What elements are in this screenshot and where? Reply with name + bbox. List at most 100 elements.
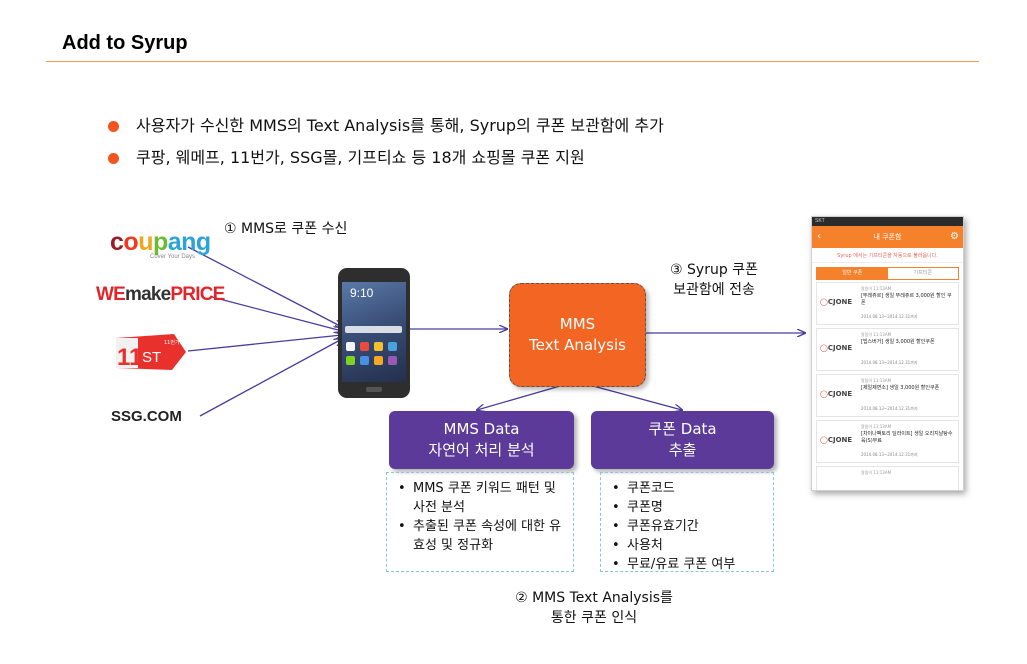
coupon-item-name: [차이나팩토리 딜라이트] 생일 오리지날탕수육(S)무료 [861, 431, 953, 444]
mms-text-analysis-box: MMS Text Analysis [509, 283, 646, 387]
phone-screen: 9:10 [342, 282, 406, 382]
coupon-item-name: [뚜레쥬르] 생일 뚜레쥬르 3,000원 할인 쿠폰 [861, 293, 952, 306]
list-item: 추출된 쿠폰 속성에 대한 유효성 및 정규화 [395, 517, 565, 555]
coupon-list-item: ◯CJONE 알림이 11:13AM [차이나팩토리 딜라이트] 생일 오리지날… [816, 420, 959, 463]
app-icon [346, 356, 355, 365]
page-title: Add to Syrup [62, 32, 188, 54]
cjone-logo-mark: ◯ [820, 298, 828, 306]
bullet-item: 사용자가 수신한 MMS의 Text Analysis를 통해, Syrup의 … [108, 110, 664, 142]
elevenst-logo-graphic: 11 ST 11번가 [116, 334, 186, 371]
coupang-logo-text: c [110, 228, 124, 256]
cjone-logo-mark: ◯ [820, 344, 828, 352]
step1-label: ① MMS로 쿠폰 수신 [224, 221, 348, 237]
list-item: 쿠폰코드 [609, 479, 765, 498]
shot-tabs: 일반 쿠폰 기프티콘 [816, 267, 959, 280]
phone-search-bar [345, 326, 402, 333]
step3-line2: 보관함에 전송 [673, 282, 755, 298]
bullet-text: 쿠팡, 웨메프, 11번가, SSG몰, 기프티쇼 등 18개 쇼핑몰 쿠폰 지… [136, 148, 585, 167]
coupang-logo-text: ang [167, 228, 211, 256]
list-item: 쿠폰명 [609, 498, 765, 517]
app-icon [388, 356, 397, 365]
arrow-coupang-to-phone [187, 246, 342, 327]
title-divider [46, 61, 979, 62]
elevenst-logo-st: ST [142, 349, 161, 366]
cjone-logo: ◯CJONE [820, 298, 852, 306]
mms-data-nlp-box: MMS Data 자연어 처리 분석 [389, 411, 574, 469]
elevenst-logo-korean: 11번가 [164, 339, 180, 346]
phone-home-button [366, 387, 382, 392]
coupon-list-item: ◯CJONE 알림이 11:13AM [빕스버거] 생일 3,000원 할인쿠폰… [816, 328, 959, 371]
arrow-11st-to-phone [187, 335, 342, 352]
coupon-data-extract-box: 쿠폰 Data 추출 [591, 411, 774, 469]
coupon-item-label: 알림이 11:13AM [861, 470, 892, 475]
cjone-logo-mark: ◯ [820, 436, 828, 444]
list-item: MMS 쿠폰 키워드 패턴 및 사전 분석 [395, 479, 565, 517]
step2-line2: 통한 쿠폰 인식 [550, 610, 638, 626]
coupon-list-item: ◯CJONE 알림이 11:13AM [뚜레쥬르] 생일 뚜레쥬르 3,000원… [816, 282, 959, 325]
nlp-detail-list: MMS 쿠폰 키워드 패턴 및 사전 분석 추출된 쿠폰 속성에 대한 유효성 … [386, 472, 574, 572]
bullet-list: 사용자가 수신한 MMS의 Text Analysis를 통해, Syrup의 … [108, 110, 664, 174]
coupang-logo-text: u [138, 228, 153, 256]
coupon-box-line1: 쿠폰 Data [648, 420, 717, 438]
wemakeprice-logo: WEmakePRICE [96, 284, 225, 306]
wemakeprice-logo-text: WE [96, 284, 126, 305]
app-icon [374, 342, 383, 351]
coupon-item-label: 알림이 11:13AM [861, 378, 892, 383]
list-item: 쿠폰유효기간 [609, 517, 765, 536]
coupon-item-label: 알림이 11:13AM [861, 286, 892, 291]
cjone-logo-text: CJONE [827, 298, 853, 306]
coupon-item-date: 2014.08.13~2014.12.31까지 [861, 314, 918, 319]
mms-box-line2: Text Analysis [529, 336, 626, 354]
shot-header: ‹ 내 쿠폰함 ⚙ [812, 226, 963, 248]
mms-box-line1: MMS [559, 315, 596, 333]
coupang-logo-text: p [152, 228, 168, 256]
arrow-ssg-to-phone [199, 339, 342, 417]
bullet-dot-icon [108, 153, 119, 164]
shot-header-title: 내 쿠폰함 [873, 233, 902, 241]
app-icon [360, 342, 369, 351]
shot-status-bar: SKT [812, 217, 963, 226]
nlp-box-line1: MMS Data [443, 420, 520, 438]
wemakeprice-logo-text: PRICE [170, 284, 225, 305]
arrow-wemake-to-phone [211, 296, 342, 331]
wemakeprice-logo-text: make [125, 284, 171, 305]
coupon-list-item: ◯CJONE 알림이 11:13AM [제일제면소] 생일 3,000원 할인쿠… [816, 374, 959, 417]
app-icon [374, 356, 383, 365]
smartphone-image: 9:10 [338, 268, 410, 398]
coupang-tagline: Cover Your Days [150, 254, 196, 260]
gear-icon: ⚙ [950, 231, 959, 242]
coupon-item-date: 2014.08.13~2014.12.31까지 [861, 360, 918, 365]
cjone-logo: ◯CJONE [820, 344, 852, 352]
coupang-logo-text: o [123, 228, 139, 256]
coupon-item-label: 알림이 11:13AM [861, 332, 892, 337]
cjone-logo: ◯CJONE [820, 390, 852, 398]
app-icon [346, 342, 355, 351]
back-icon: ‹ [817, 231, 821, 242]
syrup-app-screenshot: SKT ‹ 내 쿠폰함 ⚙ Syrup 에서는 기프티콘을 자동으로 불러옵니다… [811, 216, 964, 491]
bullet-dot-icon [108, 121, 119, 132]
bullet-text: 사용자가 수신한 MMS의 Text Analysis를 통해, Syrup의 … [136, 116, 664, 135]
list-item: 사용처 [609, 536, 765, 555]
cjone-logo-text: CJONE [827, 436, 853, 444]
coupon-detail-list: 쿠폰코드 쿠폰명 쿠폰유효기간 사용처 무료/유료 쿠폰 여부 [600, 472, 774, 574]
tab-gifticon: 기프티콘 [887, 268, 958, 279]
coupon-item-date: 2014.08.13~2014.12.31까지 [861, 452, 918, 457]
step3-label: ③ Syrup 쿠폰 보관함에 전송 [659, 260, 769, 300]
coupon-item-name: [빕스버거] 생일 3,000원 할인쿠폰 [861, 339, 935, 345]
shot-notice: Syrup 에서는 기프티콘을 자동으로 불러옵니다. [812, 248, 963, 263]
list-item: 무료/유료 쿠폰 여부 [609, 555, 765, 574]
app-icon [360, 356, 369, 365]
step2-line1: ② MMS Text Analysis를 [515, 590, 673, 606]
coupon-box-line2: 추출 [668, 441, 697, 459]
cjone-logo-text: CJONE [827, 344, 853, 352]
coupon-item-label: 알림이 11:13AM [861, 424, 892, 429]
tab-general-coupon: 일반 쿠폰 [817, 268, 888, 279]
cjone-logo: ◯CJONE [820, 436, 852, 444]
step2-label: ② MMS Text Analysis를 통한 쿠폰 인식 [494, 588, 694, 628]
nlp-box-line2: 자연어 처리 분석 [428, 441, 535, 459]
cjone-logo-text: CJONE [827, 390, 853, 398]
app-icon [388, 342, 397, 351]
coupon-item-name: [제일제면소] 생일 3,000원 할인쿠폰 [861, 385, 940, 391]
phone-app-grid [346, 342, 402, 365]
